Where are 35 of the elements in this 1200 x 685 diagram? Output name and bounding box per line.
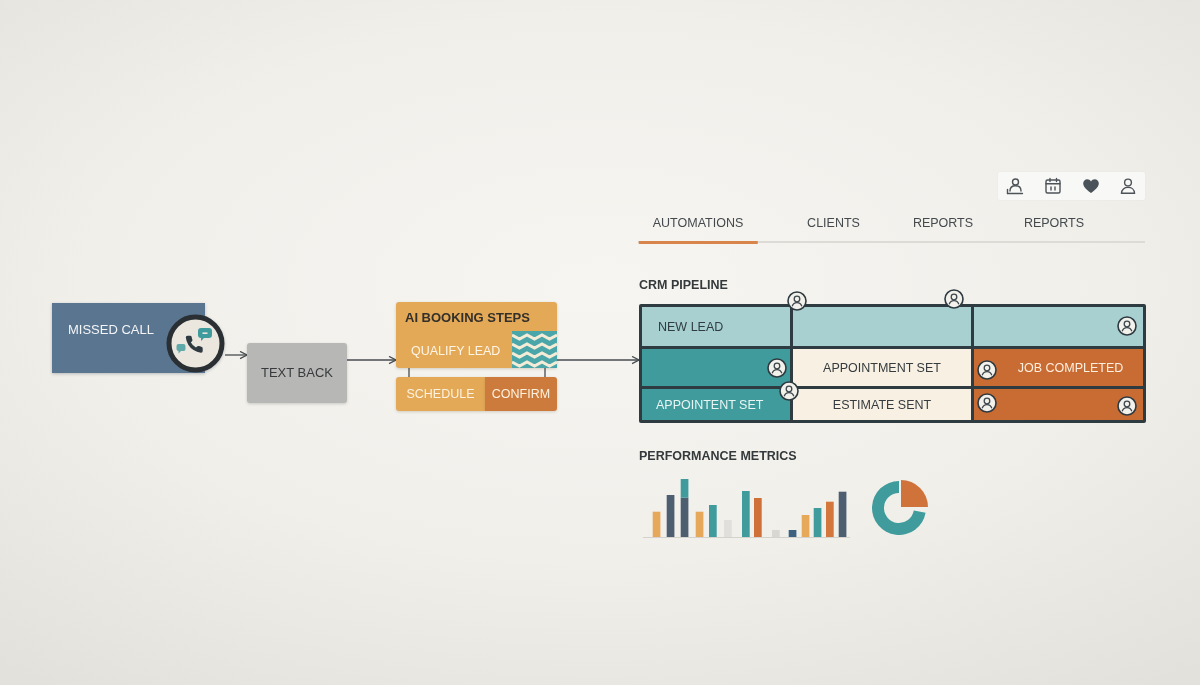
card-heading: AI BOOKING STEPS — [405, 310, 530, 326]
pipeline-stage — [642, 349, 790, 386]
pipeline-stage — [793, 389, 971, 420]
node-label: TEXT BACK — [261, 365, 333, 381]
connector-line — [544, 367, 546, 378]
process-box — [247, 343, 347, 403]
node-label: CONFIRM — [491, 386, 551, 402]
stage-label: APPOINTENT SET — [656, 396, 764, 413]
card-text: QUALIFY LEAD — [411, 343, 501, 359]
pipeline-stage — [793, 349, 971, 386]
node-label: MISSED CALL — [68, 322, 154, 338]
arrow — [346, 355, 397, 365]
stage-label: NEW LEAD — [658, 318, 724, 335]
stage-label: JOB COMPLETED — [1017, 359, 1124, 376]
step-card — [396, 302, 557, 368]
pipeline-stage — [793, 307, 971, 346]
board-heading: CRM PIPELINE — [639, 277, 728, 294]
tab-label: REPORTS — [912, 215, 974, 232]
section-heading: PERFORMANCE METRICS — [639, 448, 797, 465]
tab-label: REPORTS — [1023, 215, 1085, 232]
arrow — [556, 355, 640, 365]
stage-label: ESTIMATE SENT — [832, 396, 932, 413]
pipeline-stage — [642, 389, 790, 420]
pipeline-stage — [974, 307, 1143, 346]
node-label: SCHEDULE — [406, 386, 475, 402]
step-segment — [485, 377, 557, 411]
stage-label: APPOINTMENT SET — [823, 359, 941, 376]
nav-tab: AUTOMATIONS — [638, 212, 758, 244]
connector-line — [408, 367, 410, 378]
pipeline-stage — [974, 349, 1143, 386]
tab-label: CLIENTS — [807, 215, 860, 232]
pipeline-stage — [642, 307, 790, 346]
arrow — [224, 350, 248, 360]
process-box — [52, 303, 225, 373]
step-segment — [396, 377, 485, 411]
